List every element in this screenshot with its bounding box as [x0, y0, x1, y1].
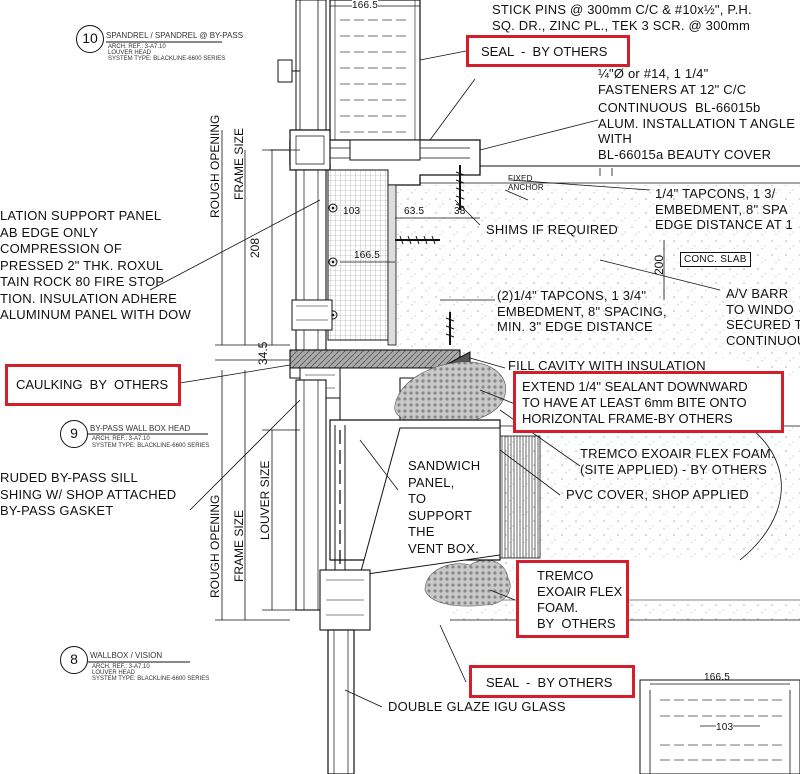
callout-box-seal-top: SEAL - BY OTHERS: [466, 35, 630, 67]
detail-bubble-9: 9: [60, 420, 88, 448]
note-left-insulation: LATION SUPPORT PANEL AB EDGE ONLY COMPRE…: [0, 208, 191, 322]
sill-frame: [289, 349, 471, 421]
detail-bubble-10: 10: [76, 25, 104, 53]
callout-tremco: TREMCO EXOAIR FLEX FOAM. BY OTHERS: [537, 568, 623, 631]
dim-166-mid: 166.5: [354, 250, 381, 261]
dim-208: 208: [248, 237, 262, 258]
lower-mullion: [295, 379, 371, 631]
label-louver-size: LOUVER SIZE: [258, 460, 272, 540]
callout-box-caulking: CAULKING BY OTHERS: [5, 364, 181, 406]
dim-166-bottom: 166.5: [704, 672, 731, 683]
dim-38: 38: [454, 206, 466, 217]
insulation-block: [327, 169, 397, 346]
note-fasteners: ¼"Ø or #14, 1 1/4" FASTENERS AT 12" C/C: [598, 66, 747, 97]
note-conc-slab: CONC. SLAB: [680, 252, 751, 267]
note-fill-cavity: FILL CAVITY WITH INSULATION: [508, 358, 706, 373]
label-frame-size-top: FRAME SIZE: [232, 127, 246, 200]
note-sandwich-panel: SANDWICH PANEL, TO SUPPORT THE VENT BOX.: [408, 458, 481, 556]
dim-166-top: 166.5: [352, 0, 379, 11]
detail-10-sub3: SYSTEM TYPE: BLACKLINE-6600 SERIES: [108, 56, 226, 62]
note-tapcons-right: 1/4" TAPCONS, 1 3/ EMBEDMENT, 8" SPA EDG…: [655, 186, 793, 232]
note-fixed-anchor: FIXED ANCHOR: [508, 174, 544, 192]
label-frame-size-bottom: FRAME SIZE: [232, 509, 246, 582]
callout-seal-top: SEAL - BY OTHERS: [481, 44, 608, 59]
detail-10-sub1: ARCH. REF.: 3-A7.10: [108, 44, 166, 50]
note-av-barrier: A/V BARR TO WINDO SECURED T CONTINUOU: [726, 286, 800, 348]
note-shims: SHIMS IF REQUIRED: [486, 222, 618, 237]
callout-box-extend: EXTEND 1/4" SEALANT DOWNWARD TO HAVE AT …: [513, 371, 784, 433]
dim-103: 103: [343, 206, 361, 217]
detail-bubble-8: 8: [60, 646, 88, 674]
detail-10-sub2: LOUVER HEAD: [108, 50, 152, 56]
detail-8-sub1: ARCH. REF.: 3-A7.10: [92, 664, 150, 670]
dim-103-bottom: 103: [716, 722, 734, 733]
note-tapcons-center: (2)1/4" TAPCONS, 1 3/4" EMBEDMENT, 8" SP…: [497, 288, 667, 334]
dimension-lines: [215, 5, 790, 727]
detail-8-title: WALLBOX / VISION: [90, 651, 163, 660]
dim-34-5: 34.5: [256, 341, 270, 365]
dim-63-5: 63.5: [404, 206, 425, 217]
note-left-sill: RUDED BY-PASS SILL SHING W/ SHOP ATTACHE…: [0, 470, 177, 518]
detail-8-sub3: SYSTEM TYPE: BLACKLINE-6600 SERIES: [92, 676, 210, 682]
callout-caulking: CAULKING BY OTHERS: [16, 377, 169, 392]
note-tremco-site: TREMCO EXOAIR FLEX FOAM. (SITE APPLIED) …: [580, 446, 775, 477]
dim-200: 200: [652, 254, 666, 275]
concrete-slab: [395, 165, 800, 380]
detail-9-sub3: SYSTEM TYPE: BLACKLINE-6600 SERIES: [92, 443, 210, 449]
label-rough-opening-bottom: ROUGH OPENING: [208, 494, 222, 598]
note-double-glaze: DOUBLE GLAZE IGU GLASS: [388, 699, 566, 714]
callout-box-tremco: TREMCO EXOAIR FLEX FOAM. BY OTHERS: [516, 560, 629, 638]
detail-9-title: BY-PASS WALL BOX HEAD: [90, 424, 191, 433]
fasteners-graphic: [395, 165, 465, 345]
callout-seal-bottom: SEAL - BY OTHERS: [486, 675, 613, 690]
note-continuous-angle: CONTINUOUS BL-66015b ALUM. INSTALLATION …: [598, 100, 796, 162]
detail-10-title: SPANDREL / SPANDREL @ BY-PASS: [106, 31, 244, 40]
note-stick-pins: STICK PINS @ 300mm C/C & #10x½", P.H. SQ…: [492, 2, 752, 33]
label-rough-opening-top: ROUGH OPENING: [208, 114, 222, 218]
callout-extend: EXTEND 1/4" SEALANT DOWNWARD TO HAVE AT …: [522, 379, 748, 426]
leader-lines: [149, 50, 782, 708]
left-mullion: [291, 169, 333, 351]
vent-box: [329, 419, 541, 595]
detail-9-sub1: ARCH. REF.: 3-A7.10: [92, 436, 150, 442]
detail-underlines: [88, 41, 222, 663]
detail-8-sub2: LOUVER HEAD: [92, 670, 136, 676]
note-pvc-cover: PVC COVER, SHOP APPLIED: [566, 487, 749, 502]
foam-lower: [424, 559, 511, 607]
callout-box-seal-bottom: SEAL - BY OTHERS: [469, 665, 635, 698]
